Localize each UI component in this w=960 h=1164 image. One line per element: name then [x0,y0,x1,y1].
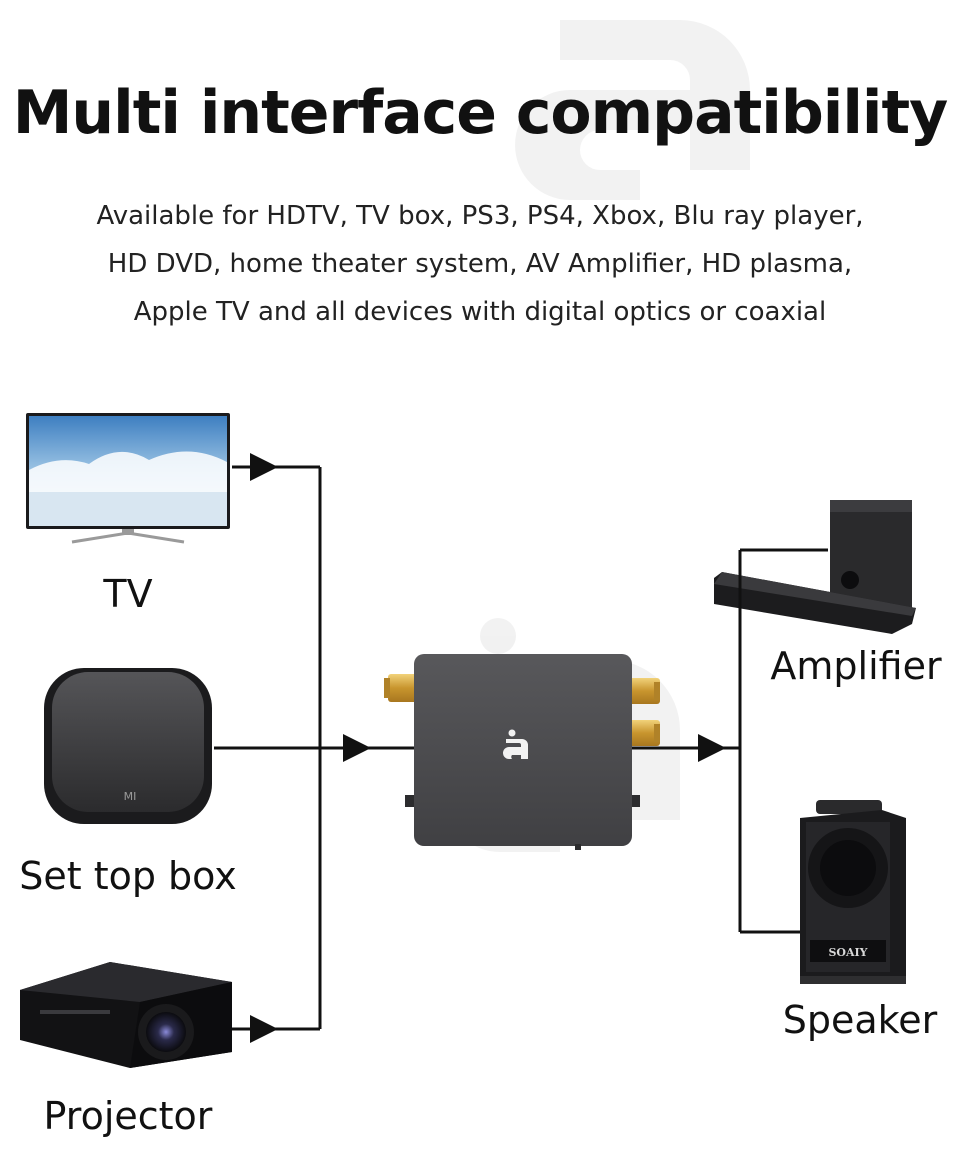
set-top-box-label: Set top box [16,854,240,898]
speaker-label: Speaker [776,998,944,1042]
tv-label: TV [68,572,188,616]
description: Available for HDTV, TV box, PS3, PS4, Xb… [60,192,900,336]
description-line-3: Apple TV and all devices with digital op… [60,288,900,336]
arrow-right-icon [343,734,371,762]
tv-image [26,413,230,542]
speaker-image: SOAIY [800,800,906,984]
speaker-brand: SOAIY [828,946,867,959]
description-line-2: HD DVD, home theater system, AV Amplifie… [60,240,900,288]
arrow-right-icon [250,453,278,481]
arrow-right-icon [250,1015,278,1043]
set-top-box-brand: MI [124,790,137,803]
page-title: Multi interface compatibility [0,78,960,148]
projector-label: Projector [30,1094,226,1138]
amplifier-label: Amplifier [764,644,948,688]
description-line-1: Available for HDTV, TV box, PS3, PS4, Xb… [60,192,900,240]
amplifier-image [714,500,916,634]
set-top-box-image: MI [44,668,212,824]
projector-image [20,962,232,1068]
arrow-right-icon [698,734,726,762]
